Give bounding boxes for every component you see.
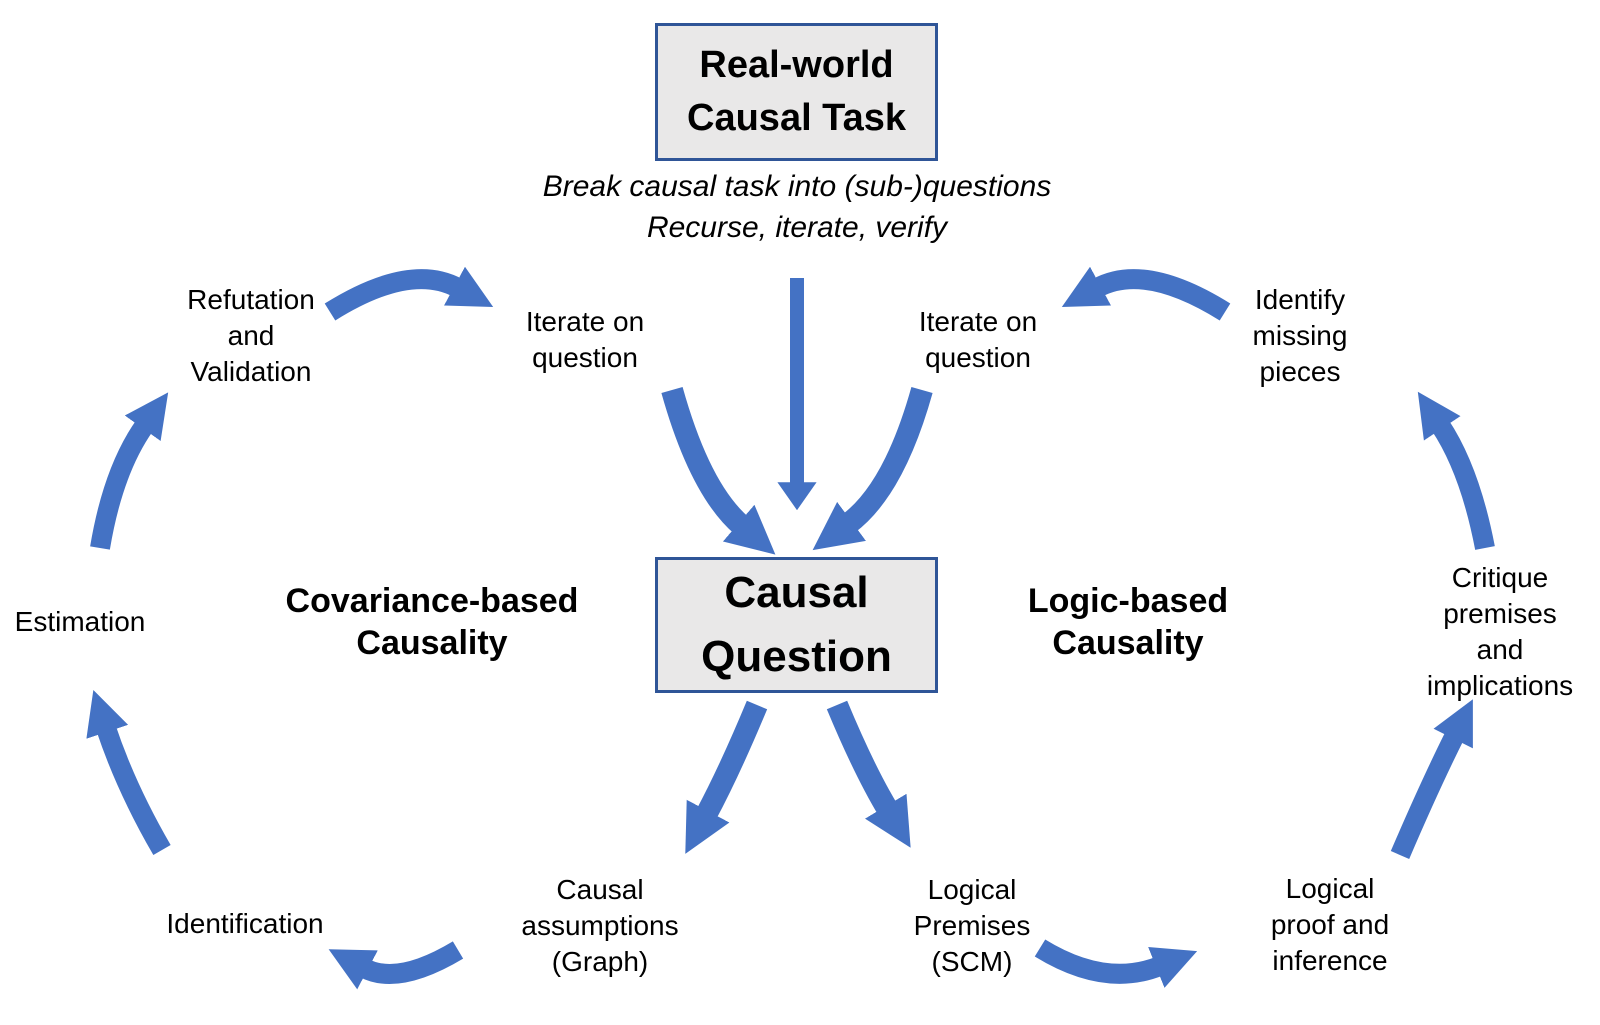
node-iterate-question-right: Iterate on question bbox=[918, 306, 1038, 373]
arrow-assumptions-to-identification bbox=[328, 941, 464, 990]
logic-cycle-title: Logic-based Causality bbox=[1027, 582, 1229, 662]
causal-question-box: Causal Question bbox=[655, 557, 938, 693]
arrow-critique-to-identify bbox=[1417, 391, 1495, 550]
node-refutation-validation: Refutation and Validation bbox=[187, 284, 315, 387]
arrow-premises-to-proof bbox=[1034, 939, 1198, 988]
node-logical-proof-inference: Logical proof and inference bbox=[1270, 873, 1390, 976]
arrow-identify-to-iterate-right bbox=[1061, 266, 1231, 321]
arrow-question-to-assumptions bbox=[685, 700, 768, 854]
arrow-iterate-right-to-question bbox=[812, 387, 933, 551]
covariance-cycle-title: Covariance-based Causality bbox=[285, 582, 579, 662]
real-world-causal-task-box: Real-world Causal Task bbox=[655, 23, 938, 161]
arrow-iterate-left-to-question bbox=[661, 387, 776, 555]
arrow-proof-to-critique bbox=[1390, 699, 1473, 859]
arrow-refutation-to-iterate-left bbox=[324, 266, 494, 321]
arrow-identification-to-estimation bbox=[86, 690, 171, 856]
node-identify-missing-pieces: Identify missing pieces bbox=[1252, 284, 1348, 387]
node-estimation: Estimation bbox=[14, 606, 146, 637]
arrow-estimation-to-refutation bbox=[90, 392, 169, 550]
node-logical-premises-scm: Logical Premises (SCM) bbox=[913, 874, 1031, 977]
arrow-question-to-premises bbox=[826, 700, 911, 848]
node-critique-premises: Critique premises and implications bbox=[1426, 562, 1574, 701]
node-identification: Identification bbox=[166, 908, 324, 939]
node-iterate-question-left: Iterate on question bbox=[525, 306, 645, 373]
task-decomposition-note: Break causal task into (sub-)questions R… bbox=[542, 170, 1052, 244]
node-causal-assumptions: Causal assumptions (Graph) bbox=[521, 874, 679, 977]
